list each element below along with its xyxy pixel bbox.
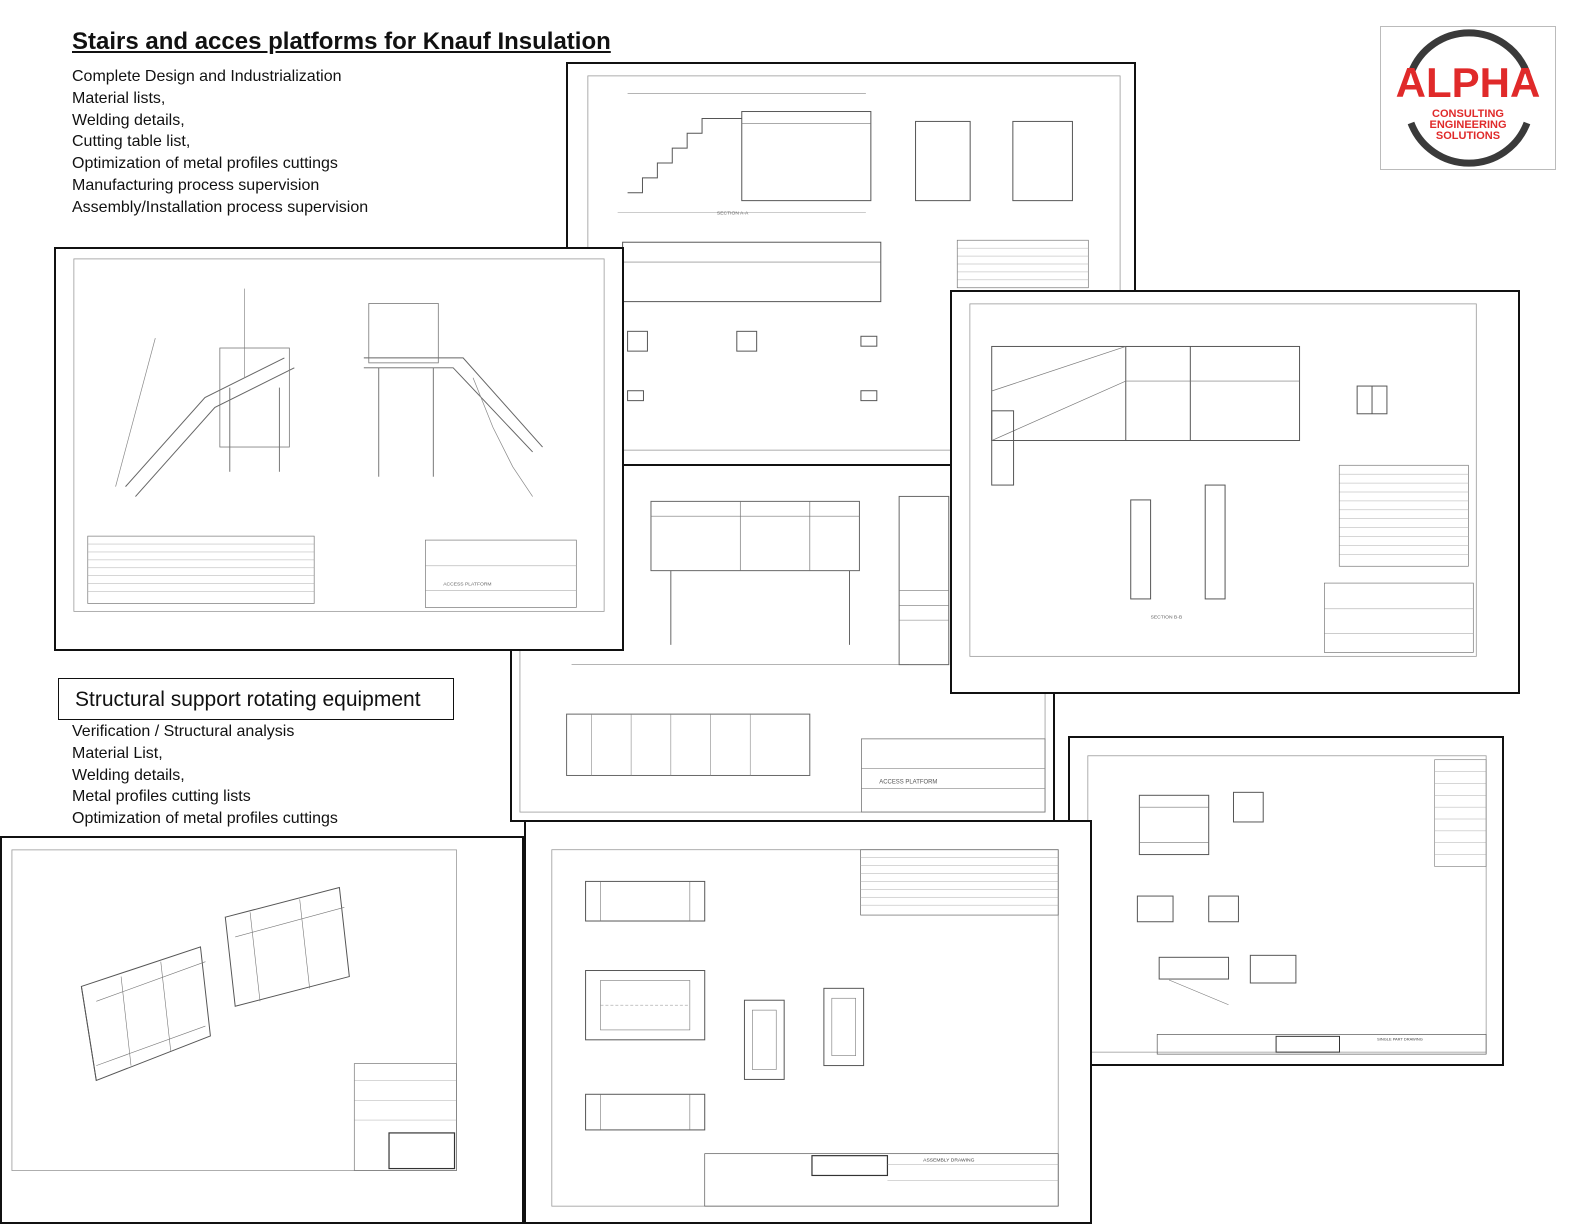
alpha-logo: ALPHA CONSULTING ENGINEERING SOLUTIONS [1380, 26, 1556, 170]
drawing-assembly: ASSEMBLY DRAWING [524, 820, 1092, 1224]
logo-name: ALPHA [1396, 59, 1541, 106]
list-item: Optimization of metal profiles cuttings [72, 155, 338, 173]
sheet-label: SECTION A-A [717, 211, 749, 217]
list-item: Welding details, [72, 766, 185, 784]
list-item: Metal profiles cutting lists [72, 788, 251, 806]
drawing-frames-isometric [0, 836, 524, 1224]
list-item: Verification / Structural analysis [72, 723, 295, 740]
logo-line2: ENGINEERING [1429, 119, 1506, 131]
structural-services-list: Verification / Structural analysis Mater… [72, 721, 338, 830]
drawing-single-part: SINGLE PART DRAWING [1068, 736, 1504, 1066]
sheet-label: SECTION B-B [1151, 615, 1183, 621]
list-item: Material lists, [72, 89, 166, 107]
logo-line1: CONSULTING [1432, 108, 1504, 120]
drawing-platform-isometric: ACCESS PLATFORM [54, 247, 624, 651]
stairs-services-list: Complete Design and Industrialization Ma… [72, 66, 368, 219]
sheet-label: SINGLE PART DRAWING [1377, 1036, 1423, 1041]
list-item: Complete Design and Industrialization [72, 68, 342, 85]
page-title: Stairs and acces platforms for Knauf Ins… [72, 28, 611, 55]
alpha-logo-graphic: ALPHA CONSULTING ENGINEERING SOLUTIONS [1396, 29, 1541, 167]
list-item: Manufacturing process supervision [72, 176, 320, 194]
list-item: Assembly/Installation process supervisio… [72, 198, 369, 216]
list-item: Optimization of metal profiles cuttings [72, 810, 338, 828]
sheet-label: ACCESS PLATFORM [879, 779, 937, 785]
list-item: Material List, [72, 744, 163, 762]
sheet-label: ASSEMBLY DRAWING [923, 1158, 974, 1164]
list-item: Cutting table list, [72, 133, 191, 151]
drawing-platform-plan: SECTION B-B [950, 290, 1520, 694]
logo-line3: SOLUTIONS [1436, 130, 1500, 142]
sheet-label: ACCESS PLATFORM [443, 582, 491, 588]
list-item: Welding details, [72, 111, 185, 129]
section-heading-structural-support: Structural support rotating equipment [58, 678, 454, 720]
